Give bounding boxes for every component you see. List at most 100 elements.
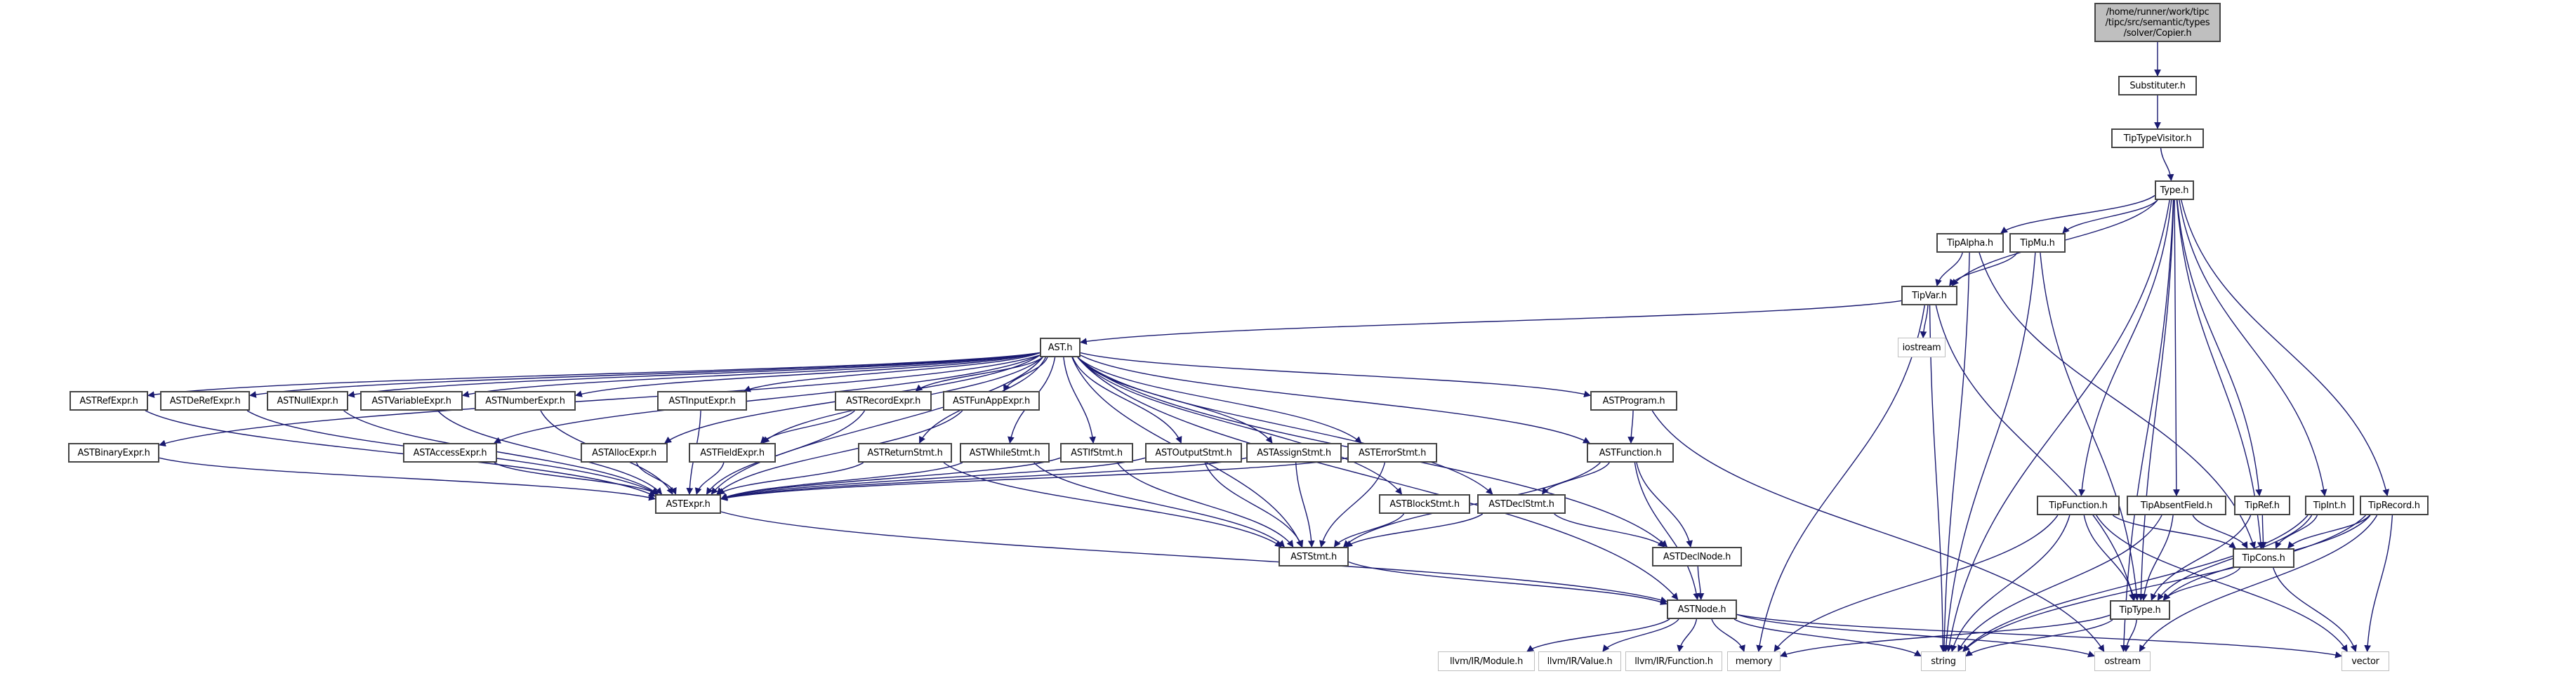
edge-tiprecord-to-tipcons	[2287, 515, 2370, 549]
edge-ast-to-astnullexpr	[348, 352, 1041, 398]
edge-tipmu-to-string	[1942, 252, 2036, 652]
graph-node-tipfunction[interactable]: TipFunction.h	[2037, 496, 2120, 515]
edge-tipfunction-to-vector	[2096, 515, 2348, 652]
edge-ast-to-astdeclstmt	[1077, 357, 1493, 495]
edge-ast-to-astoutputstmt	[1072, 357, 1182, 444]
graph-node-astnullexpr[interactable]: ASTNullExpr.h	[267, 391, 348, 411]
graph-node-substituter[interactable]: Substituter.h	[2118, 76, 2197, 95]
edge-astrecordexpr-to-astfieldexpr	[760, 410, 855, 444]
edge-astdeclstmt-to-astdeclnode	[1554, 513, 1665, 548]
edge-astprogram-to-astfunction	[1627, 410, 1635, 444]
graph-node-aststmt[interactable]: ASTStmt.h	[1279, 547, 1349, 566]
graph-node-astrecordexpr[interactable]: ASTRecordExpr.h	[835, 391, 932, 411]
edge-ast-to-astprogram	[1080, 352, 1591, 398]
edge-type-to-tipmu	[2062, 199, 2158, 234]
graph-node-astvariableexpr[interactable]: ASTVariableExpr.h	[360, 391, 463, 411]
graph-node-tipabsentfield[interactable]: TipAbsentField.h	[2127, 496, 2226, 515]
edge-type-to-tipcons	[2176, 199, 2264, 549]
edge-ast-to-asterrorstmt	[1077, 357, 1362, 444]
edge-tipvar-to-iostream	[1920, 305, 1929, 338]
graph-node-astprogram[interactable]: ASTProgram.h	[1590, 391, 1677, 411]
edge-astrecordexpr-to-astexpr	[706, 410, 866, 495]
graph-node-tipvar[interactable]: TipVar.h	[1901, 286, 1957, 305]
edge-tipmu-to-tipvar	[1949, 252, 2018, 286]
edge-tipabsentfield-to-string	[1957, 515, 2162, 652]
edge-type-to-tipalpha	[2000, 194, 2155, 234]
edge-tipfunction-to-tipcons	[2112, 515, 2236, 549]
edge-type-to-ostream	[2120, 199, 2174, 652]
graph-node-astfunction[interactable]: ASTFunction.h	[1587, 443, 1674, 463]
edge-ast-to-astderefexpr	[249, 352, 1041, 398]
graph-node-astifstmt[interactable]: ASTIfStmt.h	[1060, 443, 1133, 463]
edge-tipfunction-to-string	[1950, 515, 2070, 652]
edge-astvariableexpr-to-astexpr	[437, 410, 663, 495]
edge-astassignstmt-to-astexpr	[720, 457, 1247, 501]
graph-node-tipref[interactable]: TipRef.h	[2234, 496, 2290, 515]
graph-node-astnode[interactable]: ASTNode.h	[1667, 599, 1737, 619]
edge-tipvar-to-ast	[1080, 300, 1902, 345]
graph-node-type[interactable]: Type.h	[2155, 180, 2194, 200]
edge-astbinaryexpr-to-astexpr	[159, 457, 656, 501]
graph-node-string: string	[1921, 651, 1966, 671]
edge-type-to-tiptype	[2137, 199, 2174, 601]
graph-node-astinputexpr[interactable]: ASTInputExpr.h	[657, 391, 747, 411]
graph-node-astblockstmt[interactable]: ASTBlockStmt.h	[1379, 494, 1470, 514]
edge-astfunappexpr-to-astexpr	[716, 410, 963, 495]
edge-tiptype-to-memory	[1780, 614, 2111, 658]
graph-node-astassignstmt[interactable]: ASTAssignStmt.h	[1246, 443, 1342, 463]
graph-node-asterrorstmt[interactable]: ASTErrorStmt.h	[1347, 443, 1437, 463]
edge-astifstmt-to-astexpr	[720, 457, 1061, 501]
edge-astfieldexpr-to-astexpr	[694, 462, 725, 495]
edge-tipabsentfield-to-tipcons	[2192, 515, 2248, 549]
edge-tipabsentfield-to-tiptype	[2141, 515, 2174, 601]
edge-type-to-tipint	[2179, 199, 2327, 496]
edge-ast-to-astaccessexpr	[494, 354, 1041, 444]
graph-node-tipcons[interactable]: TipCons.h	[2233, 548, 2294, 568]
edge-type-to-tipref	[2177, 199, 2263, 496]
edge-tiprecord-to-ostream	[2139, 515, 2378, 652]
graph-node-tipalpha[interactable]: TipAlpha.h	[1936, 233, 2004, 253]
edge-ast-to-astnumberexpr	[575, 352, 1041, 397]
graph-node-astdeclnode[interactable]: ASTDeclNode.h	[1652, 547, 1742, 566]
graph-node-tiprecord[interactable]: TipRecord.h	[2360, 496, 2429, 515]
graph-node-tiptype[interactable]: TipType.h	[2110, 600, 2170, 620]
graph-node-llvm_function: llvm/IR/Function.h	[1625, 651, 1722, 671]
graph-node-tipmu[interactable]: TipMu.h	[2009, 233, 2066, 253]
edge-astnode-to-string	[1733, 618, 1922, 657]
graph-node-astallocexpr[interactable]: ASTAllocExpr.h	[581, 443, 668, 463]
graph-node-astfieldexpr[interactable]: ASTFieldExpr.h	[689, 443, 776, 463]
edge-astdeclnode-to-astnode	[1697, 566, 1705, 600]
edge-astblockstmt-to-aststmt	[1333, 513, 1405, 548]
graph-node-tipint[interactable]: TipInt.h	[2305, 496, 2354, 515]
graph-node-ast[interactable]: AST.h	[1040, 338, 1081, 357]
graph-node-astexpr[interactable]: ASTExpr.h	[655, 494, 721, 514]
graph-node-astreturnstmt[interactable]: ASTReturnStmt.h	[858, 443, 952, 463]
edge-tipalpha-to-tipcons	[1979, 252, 2257, 549]
graph-node-astbinaryexpr[interactable]: ASTBinaryExpr.h	[68, 443, 159, 463]
graph-node-astnumberexpr[interactable]: ASTNumberExpr.h	[475, 391, 576, 411]
edge-tipref-to-tiptype	[2150, 515, 2252, 601]
graph-node-astdeclstmt[interactable]: ASTDeclStmt.h	[1477, 494, 1566, 514]
edge-astnode-to-ostream	[1736, 614, 2095, 658]
edge-ast-to-astfunappexpr	[1003, 357, 1048, 392]
graph-node-astfunappexpr[interactable]: ASTFunAppExpr.h	[943, 391, 1040, 411]
graph-node-astderefexpr[interactable]: ASTDeRefExpr.h	[160, 391, 250, 411]
edge-tipalpha-to-string	[1941, 252, 1970, 652]
graph-node-memory: memory	[1727, 651, 1781, 671]
edge-asterrorstmt-to-astexpr	[720, 457, 1348, 501]
graph-node-llvm_module: llvm/IR/Module.h	[1438, 651, 1535, 671]
edge-ast-to-astbinaryexpr	[159, 354, 1041, 447]
edge-type-to-tipfunction	[2078, 199, 2172, 496]
graph-node-astoutputstmt[interactable]: ASTOutputStmt.h	[1145, 443, 1242, 463]
graph-node-astwhilestmt[interactable]: ASTWhileStmt.h	[960, 443, 1050, 463]
graph-node-tiptypevisitor[interactable]: TipTypeVisitor.h	[2111, 128, 2204, 148]
edge-tipalpha-to-tipvar	[1935, 252, 1963, 286]
graph-node-astaccessexpr[interactable]: ASTAccessExpr.h	[403, 443, 497, 463]
edge-tiptype-to-string	[1965, 619, 2113, 657]
edge-astaccessexpr-to-astexpr	[494, 462, 659, 495]
edge-ast-to-astrefexpr	[147, 352, 1041, 399]
edge-ast-to-astinputexpr	[744, 352, 1041, 392]
graph-node-astrefexpr[interactable]: ASTRefExpr.h	[70, 391, 148, 411]
edge-astwhilestmt-to-aststmt	[1033, 462, 1286, 548]
edge-tipvar-to-memory	[1756, 305, 1925, 652]
